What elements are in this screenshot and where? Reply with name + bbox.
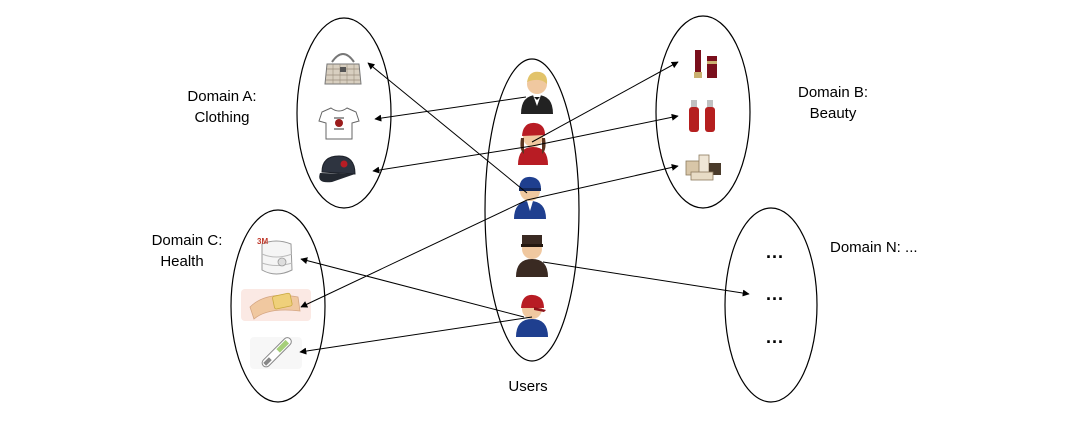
- domain-c-ellipse: [230, 209, 326, 403]
- domain-c-label: Domain C: Health: [152, 232, 223, 270]
- edge-redcap-man-to-mask: [300, 257, 525, 318]
- bandage-icon: [241, 289, 311, 321]
- domain-n-ellipsis-2: ...: [766, 284, 784, 304]
- edge-redcap-man-to-thermometer: [299, 316, 533, 355]
- edge-redcap-woman-to-bottles: [531, 113, 679, 147]
- domain-n-ellipsis-3: ...: [766, 327, 784, 347]
- svg-text:Clothing: Clothing: [194, 109, 249, 126]
- user-porter-avatar: [516, 235, 548, 277]
- edge-redcap-woman-to-lipstick: [531, 61, 679, 143]
- svg-text:Domain B:: Domain B:: [798, 84, 868, 101]
- domain-b-ellipse: [655, 15, 751, 209]
- handbag-icon: [324, 53, 362, 85]
- cap-icon: [319, 155, 356, 183]
- face-mask-icon: 3M: [257, 237, 293, 275]
- svg-text:Domain A:: Domain A:: [187, 88, 256, 105]
- domain-n-ellipsis-1: ...: [766, 242, 784, 262]
- user-waiter-avatar: [521, 71, 553, 114]
- svg-text:Domain C:: Domain C:: [152, 232, 223, 249]
- edge-waiter-to-tshirt: [374, 96, 527, 122]
- edge-pilot-to-bandage: [300, 199, 528, 308]
- svg-text:3M: 3M: [257, 237, 268, 246]
- lipstick-icon: [694, 50, 717, 78]
- edge-redcap-woman-to-cap: [372, 145, 533, 174]
- cream-jars-icon: [685, 154, 721, 181]
- svg-text:Beauty: Beauty: [810, 105, 857, 122]
- domain-n-ellipse: [724, 207, 818, 403]
- users-label: Users: [508, 378, 547, 395]
- domain-n-label: Domain N: ...: [830, 239, 918, 256]
- domain-b-label: Domain B: Beauty: [798, 84, 868, 122]
- user-redcap-man-avatar: [516, 294, 548, 337]
- edge-porter-to-domain-n: [542, 261, 750, 297]
- users-ellipse: [484, 58, 580, 362]
- cosmetic-bottles-icon: [689, 100, 715, 132]
- domain-a-ellipse: [296, 17, 392, 209]
- domain-a-label: Domain A: Clothing: [187, 88, 256, 126]
- user-redcap-woman-avatar: [518, 122, 548, 165]
- edge-pilot-to-cream-jars: [526, 163, 679, 201]
- user-pilot-avatar: [514, 176, 546, 219]
- thermometer-icon: [250, 337, 302, 369]
- tshirt-icon: [318, 107, 360, 140]
- svg-text:Health: Health: [160, 253, 203, 270]
- edge-pilot-to-handbag: [367, 62, 528, 194]
